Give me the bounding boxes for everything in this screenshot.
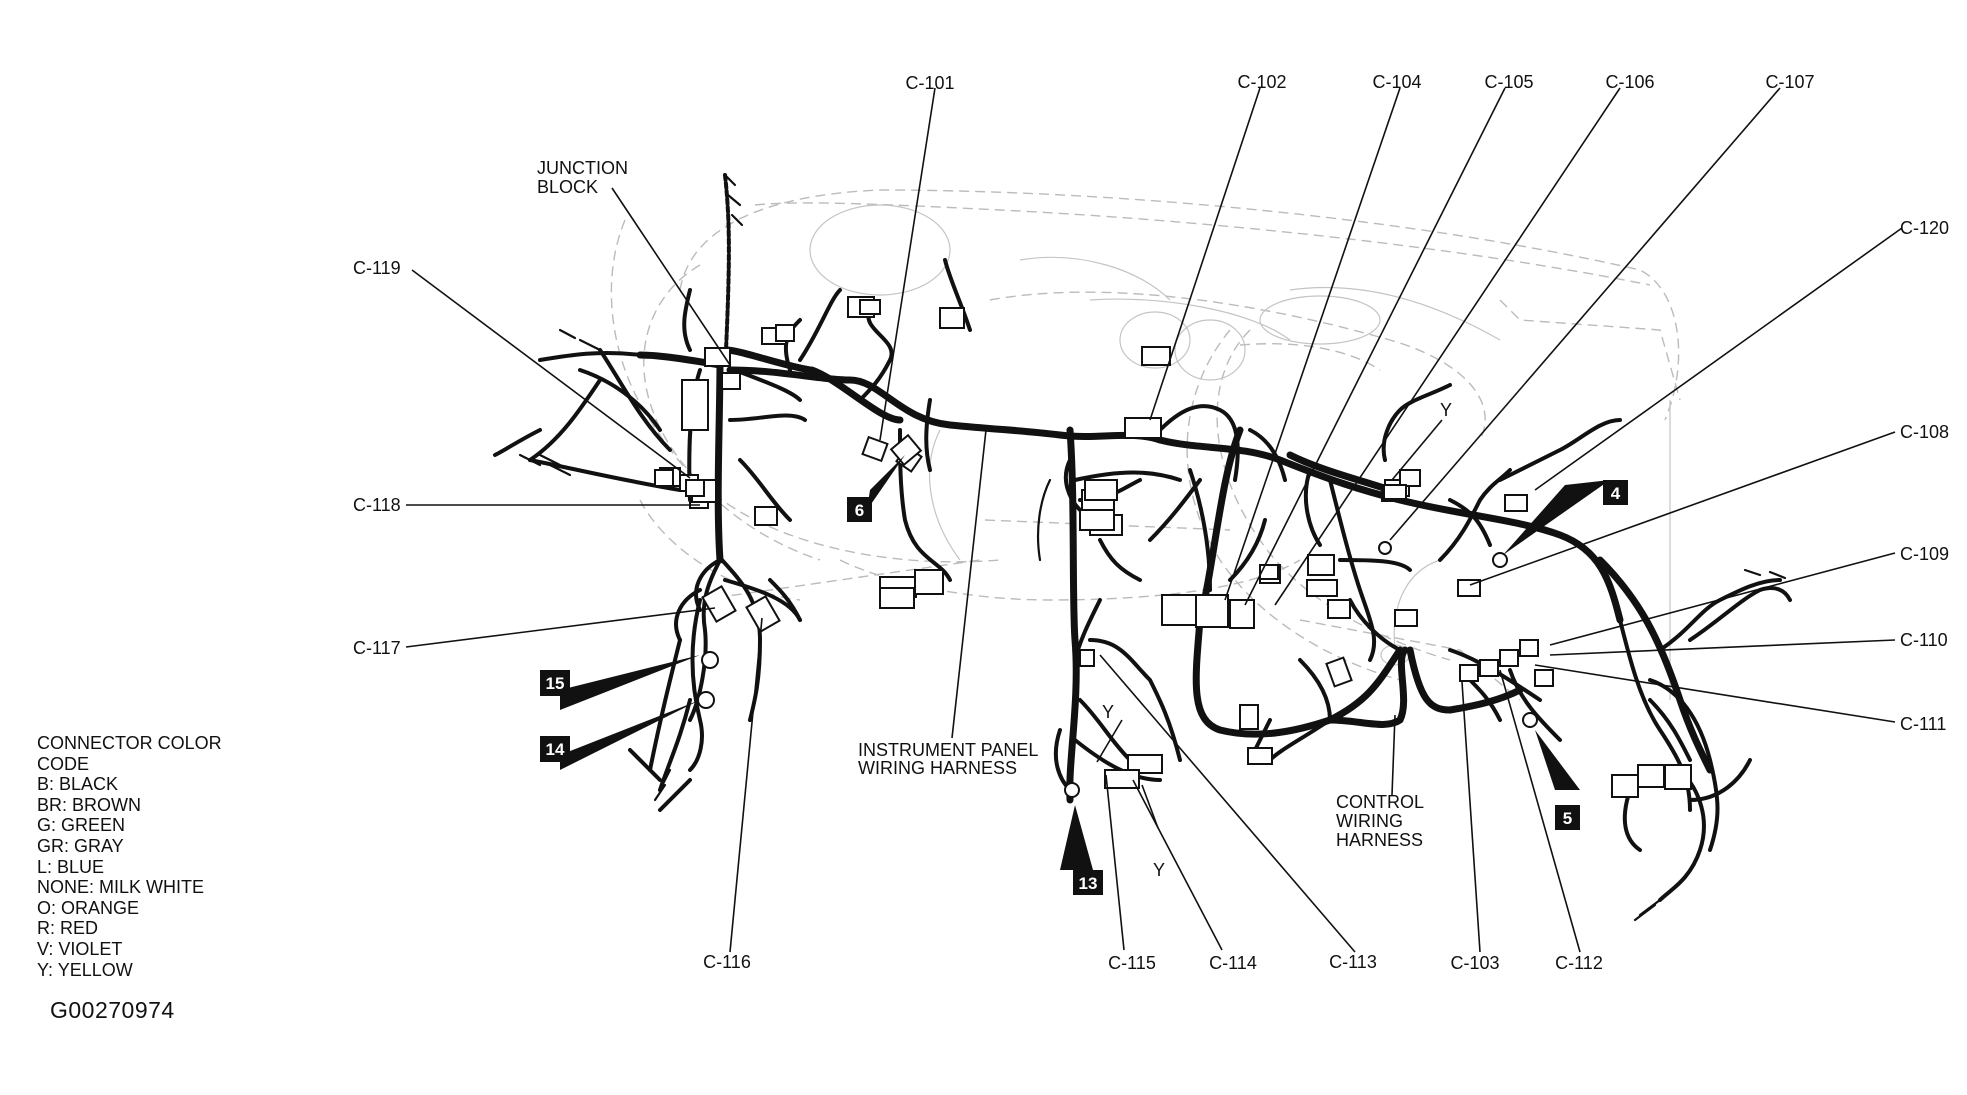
instrument-panel-harness-label: INSTRUMENT PANEL WIRING HARNESS	[858, 740, 1038, 778]
label-c110: C-110	[1900, 630, 1948, 650]
legend-title-line2: CODE	[37, 753, 90, 774]
legend-item: G: GREEN	[37, 815, 126, 836]
legend-item: BR: BROWN	[37, 794, 142, 815]
label-c118: C-118	[353, 495, 401, 515]
junction-block-label: JUNCTION BLOCK	[537, 158, 628, 197]
harness-wiring	[493, 173, 1792, 922]
label-c113: C-113	[1329, 952, 1377, 972]
label-c107: C-107	[1765, 72, 1814, 92]
label-c102: C-102	[1237, 72, 1286, 92]
svg-text:INSTRUMENT PANEL: INSTRUMENT PANEL	[858, 740, 1038, 760]
legend-item: NONE: MILK WHITE	[37, 877, 205, 898]
svg-text:BLOCK: BLOCK	[537, 177, 598, 197]
label-c116: C-116	[703, 952, 751, 972]
svg-text:15: 15	[546, 674, 565, 693]
ground-point-14: 14	[540, 736, 570, 762]
label-c108: C-108	[1900, 422, 1949, 442]
legend-item: O: ORANGE	[37, 897, 140, 918]
label-c106: C-106	[1605, 72, 1654, 92]
control-harness-label: CONTROL WIRING HARNESS	[1336, 792, 1424, 850]
legend-item: R: RED	[37, 918, 99, 939]
wire-color-marks: Y Y Y	[1102, 400, 1452, 880]
figure-id: G00270974	[50, 997, 175, 1023]
label-c112: C-112	[1555, 953, 1603, 973]
label-c120: C-120	[1900, 218, 1949, 238]
connector-labels: C-101 C-102 C-104 C-105 C-106 C-107 C-12…	[353, 72, 1949, 973]
ground-point-6: 6	[847, 497, 872, 522]
ground-point-4: 4	[1603, 480, 1628, 505]
wire-color-y-3: Y	[1153, 860, 1165, 880]
connector-color-legend: CONNECTOR COLOR CODE B: BLACK BR: BROWN …	[37, 733, 222, 980]
legend-item: GR: GRAY	[37, 835, 124, 856]
label-c115: C-115	[1108, 953, 1156, 973]
ground-wedges	[560, 455, 1610, 870]
legend-item: B: BLACK	[37, 774, 119, 795]
svg-text:HARNESS: HARNESS	[1336, 830, 1423, 850]
label-c117: C-117	[353, 638, 401, 658]
svg-text:JUNCTION: JUNCTION	[537, 158, 628, 178]
connector-shapes	[654, 296, 1692, 798]
label-c119: C-119	[353, 258, 401, 278]
label-c104: C-104	[1372, 72, 1421, 92]
legend-item: V: VIOLET	[37, 938, 123, 959]
wire-color-y-1: Y	[1440, 400, 1452, 420]
ground-point-15: 15	[540, 670, 570, 696]
svg-text:14: 14	[546, 740, 565, 759]
svg-text:CONTROL: CONTROL	[1336, 792, 1424, 812]
label-c111: C-111	[1900, 714, 1946, 734]
wire-color-y-2: Y	[1102, 702, 1114, 722]
legend-item: Y: YELLOW	[37, 959, 133, 980]
label-c109: C-109	[1900, 544, 1949, 564]
svg-text:6: 6	[855, 501, 864, 520]
svg-text:WIRING: WIRING	[1336, 811, 1403, 831]
legend-title-line1: CONNECTOR COLOR	[37, 733, 222, 753]
leader-lines	[405, 87, 1903, 953]
ground-point-5: 5	[1555, 805, 1580, 830]
svg-text:5: 5	[1563, 809, 1572, 828]
label-c114: C-114	[1209, 953, 1257, 973]
legend-item: L: BLUE	[37, 856, 105, 877]
svg-text:4: 4	[1611, 484, 1621, 503]
label-c101: C-101	[905, 73, 954, 93]
ground-point-13: 13	[1073, 870, 1103, 895]
svg-text:WIRING HARNESS: WIRING HARNESS	[858, 758, 1017, 778]
svg-text:13: 13	[1079, 874, 1098, 893]
label-c105: C-105	[1484, 72, 1533, 92]
label-c103: C-103	[1450, 953, 1499, 973]
